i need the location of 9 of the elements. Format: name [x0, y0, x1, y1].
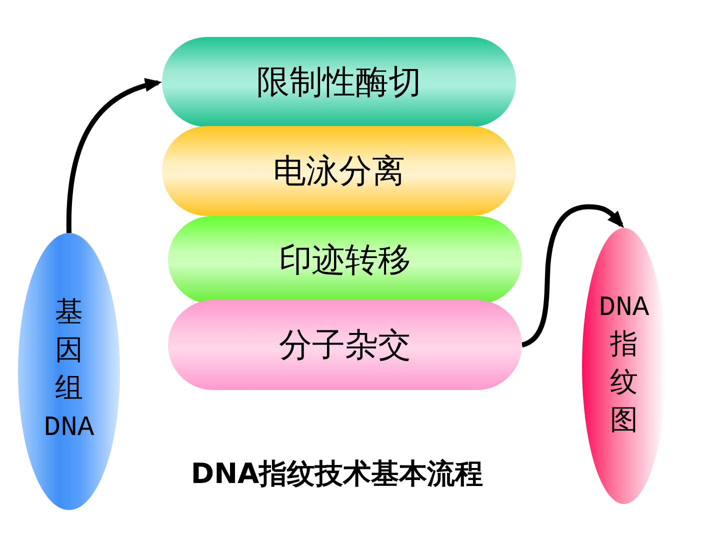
- process-pill: 分子杂交: [168, 300, 522, 390]
- ellipse-node: DNA指纹图: [582, 228, 666, 504]
- process-pill: 限制性酶切: [162, 37, 516, 127]
- caption-text: DNA指纹技术基本流程: [190, 456, 484, 492]
- process-pill: 电泳分离: [162, 126, 516, 216]
- curved-arrow: [66, 78, 162, 233]
- curved-arrow: [521, 204, 624, 348]
- process-pill: 印迹转移: [168, 216, 522, 304]
- ellipse-node: 基因组DNA: [18, 233, 120, 510]
